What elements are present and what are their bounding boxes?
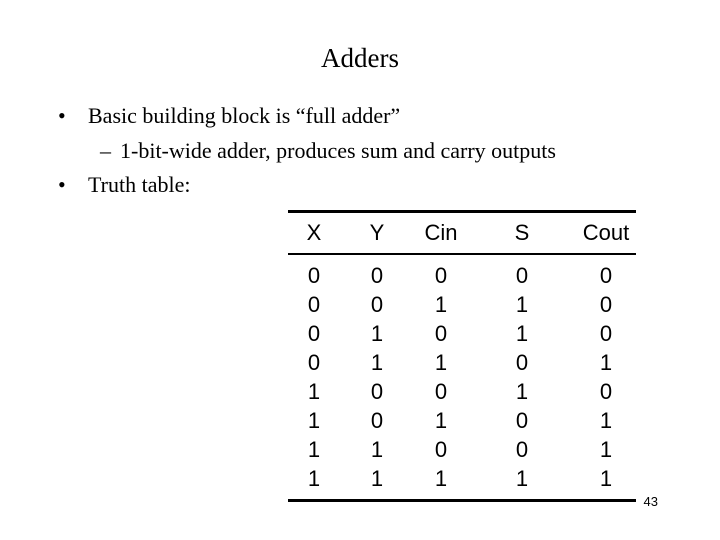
cell-y: 0: [370, 379, 384, 404]
truth-table-body: 0 0 0 0 0 0 0 1 1 0 0 1 0 1 0 0: [288, 254, 636, 501]
table-row: 1 1 1 1 1: [288, 464, 636, 501]
cell-x: 1: [307, 408, 321, 433]
cell-x: 0: [307, 321, 321, 346]
table-row: 0 1 1 0 1: [288, 348, 636, 377]
table-row: 0 0 0 0 0: [288, 254, 636, 290]
sub-bullet-marker: –: [100, 138, 111, 163]
cell-x: 1: [307, 466, 321, 491]
bullet-marker: •: [58, 103, 66, 128]
bullet-text: Basic building block is “full adder”: [88, 103, 401, 128]
cell-cout: 0: [599, 379, 613, 404]
cell-y: 1: [370, 350, 384, 375]
cell-x: 0: [307, 350, 321, 375]
column-header-x: X: [306, 220, 322, 245]
cell-y: 0: [370, 263, 384, 288]
cell-s: 0: [515, 437, 529, 462]
table-row: 0 1 0 1 0: [288, 319, 636, 348]
cell-y: 1: [370, 321, 384, 346]
slide-title: Adders: [321, 43, 399, 73]
cell-cout: 1: [599, 350, 613, 375]
column-header-cin: Cin: [424, 220, 458, 245]
cell-cout: 0: [599, 292, 613, 317]
table-row: 1 0 0 1 0: [288, 377, 636, 406]
cell-cin: 1: [434, 292, 448, 317]
cell-cin: 0: [434, 263, 448, 288]
cell-s: 1: [515, 466, 529, 491]
column-header-cout: Cout: [582, 220, 630, 245]
cell-s: 1: [515, 379, 529, 404]
table-row: 1 1 0 0 1: [288, 435, 636, 464]
truth-table-header-row: X Y Cin S Cout: [288, 211, 636, 254]
cell-x: 0: [307, 263, 321, 288]
bullet-marker: •: [58, 172, 66, 197]
bullet-text: Truth table:: [88, 172, 191, 197]
truth-table: X Y Cin S Cout 0 0 0 0 0 0 0 1 1 0: [288, 210, 636, 502]
cell-y: 0: [370, 408, 384, 433]
cell-y: 1: [370, 466, 384, 491]
cell-cout: 1: [599, 437, 613, 462]
cell-y: 0: [370, 292, 384, 317]
cell-cin: 0: [434, 437, 448, 462]
cell-cin: 1: [434, 408, 448, 433]
cell-s: 0: [515, 408, 529, 433]
cell-s: 1: [515, 292, 529, 317]
cell-s: 0: [515, 350, 529, 375]
cell-cout: 1: [599, 466, 613, 491]
cell-cout: 0: [599, 321, 613, 346]
cell-s: 1: [515, 321, 529, 346]
table-row: 1 0 1 0 1: [288, 406, 636, 435]
column-header-y: Y: [369, 220, 385, 245]
cell-cout: 0: [599, 263, 613, 288]
cell-cin: 0: [434, 379, 448, 404]
cell-cout: 1: [599, 408, 613, 433]
page-number: 43: [643, 494, 658, 509]
sub-bullet-text: 1-bit-wide adder, produces sum and carry…: [120, 138, 556, 163]
column-header-s: S: [514, 220, 530, 245]
cell-cin: 0: [434, 321, 448, 346]
cell-x: 1: [307, 379, 321, 404]
cell-cin: 1: [434, 466, 448, 491]
cell-x: 0: [307, 292, 321, 317]
cell-x: 1: [307, 437, 321, 462]
truth-table-header: X Y Cin S Cout: [288, 211, 636, 254]
table-row: 0 0 1 1 0: [288, 290, 636, 319]
cell-cin: 1: [434, 350, 448, 375]
cell-s: 0: [515, 263, 529, 288]
cell-y: 1: [370, 437, 384, 462]
